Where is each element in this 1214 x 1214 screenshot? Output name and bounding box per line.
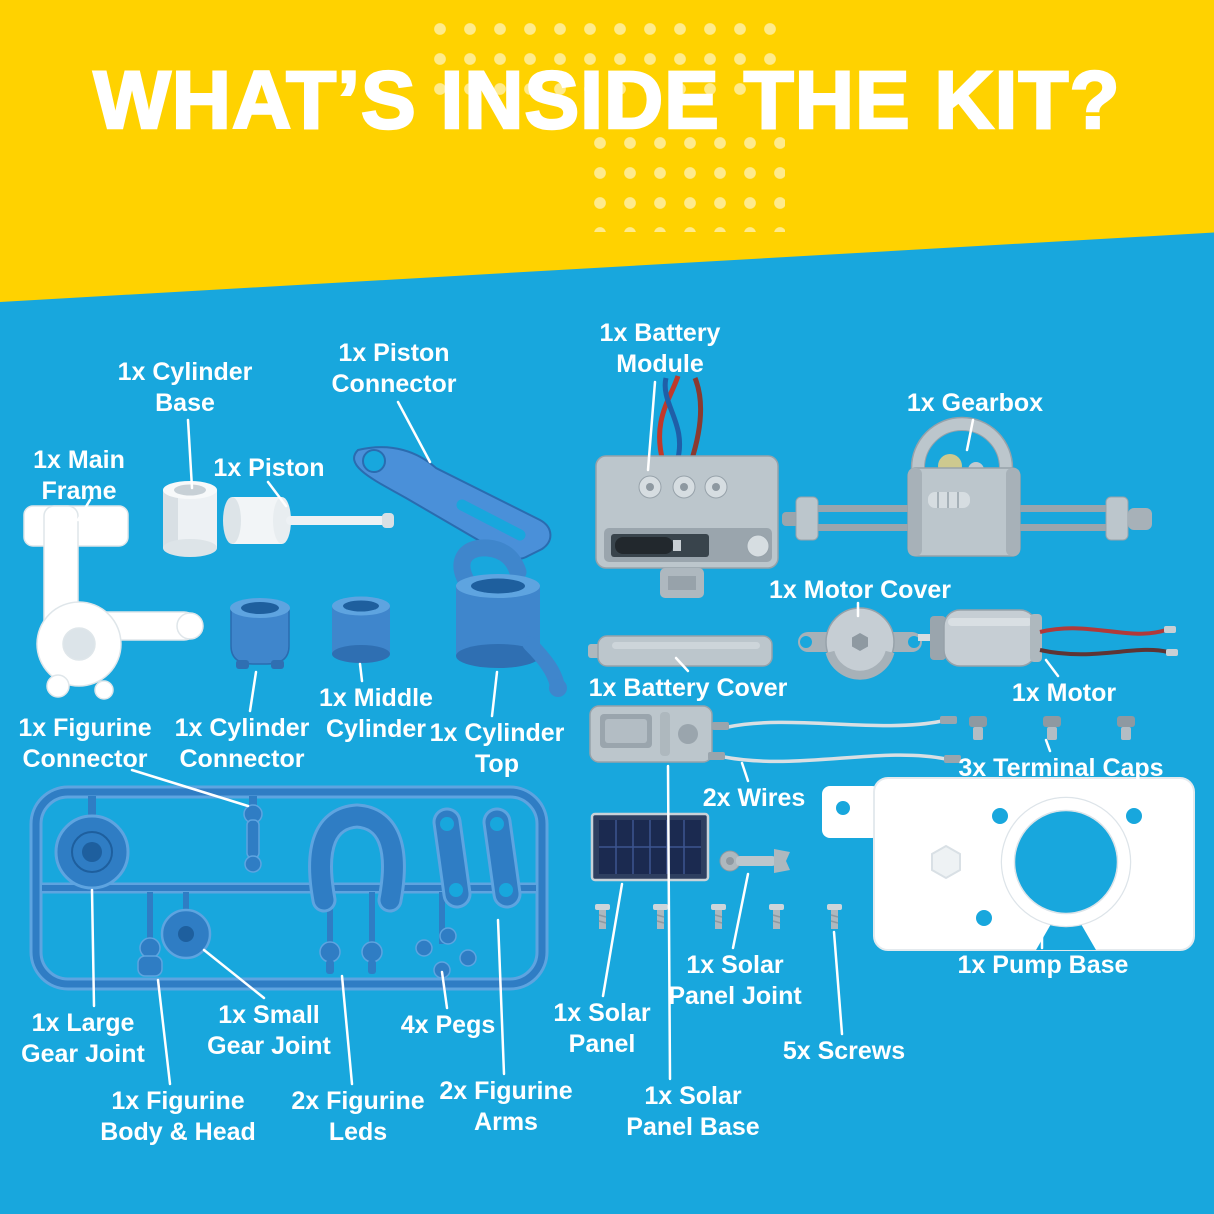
wires-part — [708, 716, 961, 764]
label-solar-panel-joint: 1x Solar Panel Joint — [668, 951, 802, 1010]
leader-lines — [76, 380, 1060, 1086]
label-gearbox: 1x Gearbox — [906, 389, 1044, 417]
motor-part — [918, 609, 1178, 667]
label-middle-cylinder: 1x Middle Cylinder — [319, 684, 433, 743]
label-battery-module: 1x Battery Module — [599, 319, 721, 378]
piston-connector-part — [353, 446, 552, 560]
dots-pattern — [425, 14, 780, 106]
label-cylinder-base: 1x Cylinder Base — [117, 358, 253, 417]
label-main-frame: 1x Main Frame — [33, 446, 125, 505]
figurine-leds-part — [319, 941, 383, 974]
solar-panel-part — [590, 812, 710, 882]
label-piston: 1x Piston — [213, 454, 325, 482]
label-piston-connector: 1x Piston Connector — [331, 339, 457, 398]
label-small-gear-joint: 1x Small Gear Joint — [207, 1001, 331, 1060]
label-cylinder-connector: 1x Cylinder Connector — [174, 714, 310, 773]
motor-cover-part — [798, 607, 922, 680]
figurine-body-part — [308, 803, 406, 913]
figurine-arms-part — [432, 807, 522, 909]
solar-panel-base-part — [589, 705, 713, 763]
gearbox-part — [782, 416, 1152, 557]
label-motor-cover: 1x Motor Cover — [769, 576, 951, 604]
label-terminal-caps: 3x Terminal Caps — [958, 754, 1164, 782]
label-solar-panel-base: 1x Solar Panel Base — [626, 1082, 760, 1141]
cylinder-top-part — [453, 539, 567, 697]
figurine-sprue-part — [29, 785, 549, 991]
label-pump-base: 1x Pump Base — [957, 951, 1129, 979]
screws-part — [595, 904, 842, 929]
dots-pattern — [585, 128, 785, 232]
label-solar-panel: 1x Solar Panel — [553, 999, 651, 1058]
figurine-connector-part — [243, 804, 263, 873]
label-battery-cover: 1x Battery Cover — [588, 674, 788, 702]
pegs-part — [415, 927, 477, 979]
label-pegs: 4x Pegs — [400, 1011, 496, 1039]
label-cylinder-top: 1x Cylinder Top — [429, 719, 565, 778]
label-figurine-leds: 2x Figurine Leds — [291, 1087, 425, 1146]
terminal-caps-part — [969, 716, 1135, 740]
middle-cylinder-part — [332, 596, 390, 663]
battery-cover-part — [588, 635, 773, 667]
label-figurine-arms: 2x Figurine Arms — [439, 1077, 573, 1136]
label-screws: 5x Screws — [782, 1037, 906, 1065]
piston-part — [223, 497, 394, 544]
battery-module-part — [595, 375, 779, 598]
small-gear-joint-part — [160, 908, 212, 960]
header-banner: WHAT’S INSIDE THE KIT? — [0, 0, 1214, 302]
label-large-gear-joint: 1x Large Gear Joint — [21, 1009, 145, 1068]
cylinder-base-part — [163, 481, 217, 557]
cylinder-connector-part — [230, 598, 290, 669]
page-title: WHAT’S INSIDE THE KIT? — [92, 54, 1121, 148]
large-gear-joint-part — [54, 814, 130, 890]
solar-panel-joint-part — [719, 849, 790, 873]
label-figurine-connector: 1x Figurine Connector — [18, 714, 152, 773]
figurine-body-head-part — [137, 937, 163, 977]
main-frame-part — [23, 505, 204, 700]
label-wires: 2x Wires — [702, 784, 806, 812]
label-figurine-body-head: 1x Figurine Body & Head — [100, 1087, 256, 1146]
pump-base-part — [822, 777, 1195, 951]
label-motor: 1x Motor — [1011, 679, 1117, 707]
